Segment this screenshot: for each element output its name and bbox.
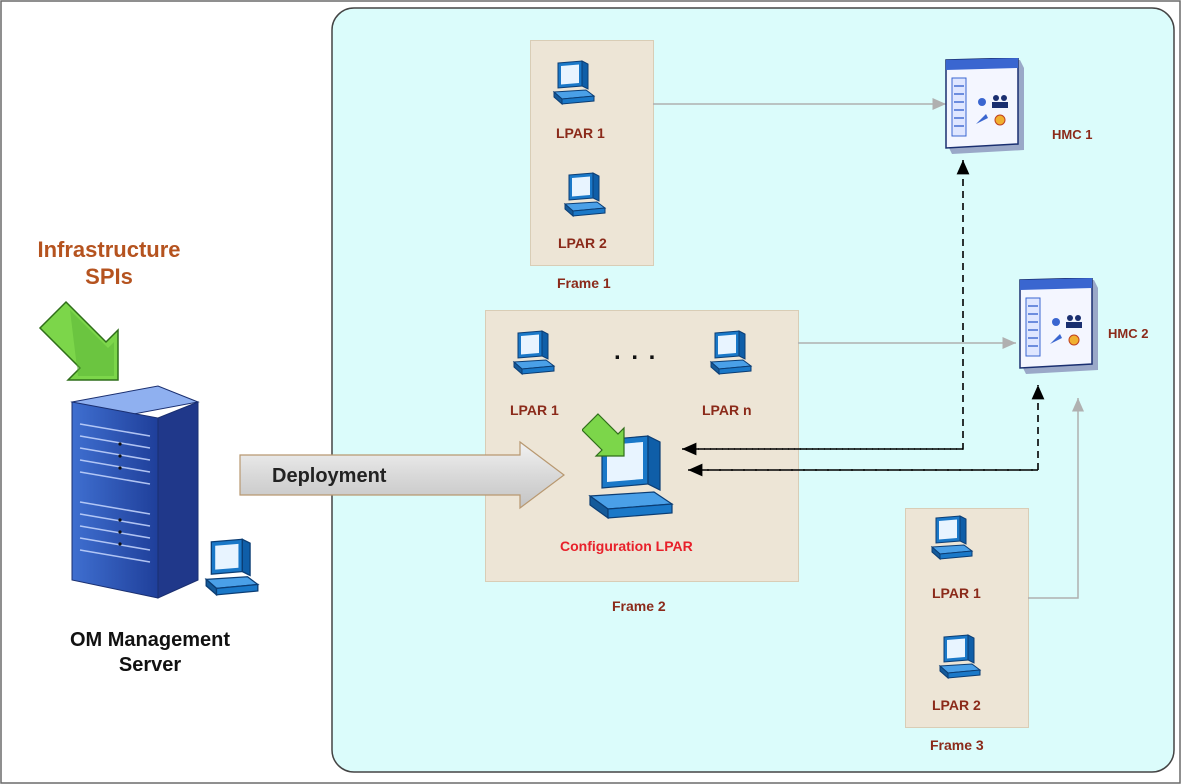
frame2-lparn-label: LPAR n	[702, 402, 752, 418]
configuration-lpar-label: Configuration LPAR	[560, 538, 693, 554]
frame1-lpar2-label: LPAR 2	[558, 235, 607, 251]
deployment-label: Deployment	[272, 465, 387, 487]
server-rack-icon	[70, 385, 200, 599]
frame3-lpar1-label: LPAR 1	[932, 585, 981, 601]
frame2-lpar1-computer-icon	[512, 330, 556, 378]
frame1-lpar2-computer-icon	[563, 172, 607, 220]
frame2-label: Frame 2	[612, 598, 666, 614]
configuration-lpar-computer-icon	[581, 412, 682, 522]
config-to-hmc2-dashed	[690, 385, 1045, 471]
frame-1-box	[530, 40, 654, 266]
server-label: OM Management Server	[40, 628, 260, 678]
frame2-ellipsis: . . .	[614, 338, 658, 365]
frame2-lparn-computer-icon	[709, 330, 753, 378]
server-label-line1: OM Management	[69, 629, 231, 651]
hmc2-label: HMC 2	[1108, 326, 1149, 341]
frame3-to-hmc2-link	[1028, 398, 1084, 599]
frame3-lpar2-computer-icon	[938, 634, 982, 682]
frame1-lpar1-label: LPAR 1	[556, 125, 605, 141]
hmc2-console-icon	[1016, 277, 1100, 378]
frame3-lpar1-computer-icon	[930, 515, 974, 563]
hmc1-console-icon	[942, 57, 1026, 158]
frame3-label: Frame 3	[930, 737, 984, 753]
frame1-label: Frame 1	[557, 275, 611, 291]
deployment-arrow	[239, 440, 565, 510]
spi-title-line2: SPIs	[85, 264, 133, 289]
frame-3-box	[905, 508, 1029, 728]
frame3-lpar2-label: LPAR 2	[932, 697, 981, 713]
spi-down-arrow-icon	[38, 300, 119, 381]
hmc1-label: HMC 1	[1052, 127, 1093, 142]
spi-title-line1: Infrastructure	[37, 237, 181, 262]
spi-title: Infrastructure SPIs	[28, 236, 190, 290]
management-console-icon	[202, 538, 262, 600]
frame1-lpar1-computer-icon	[552, 60, 596, 108]
frame2-lpar1-label: LPAR 1	[510, 402, 559, 418]
server-label-line2: Server	[118, 654, 182, 676]
